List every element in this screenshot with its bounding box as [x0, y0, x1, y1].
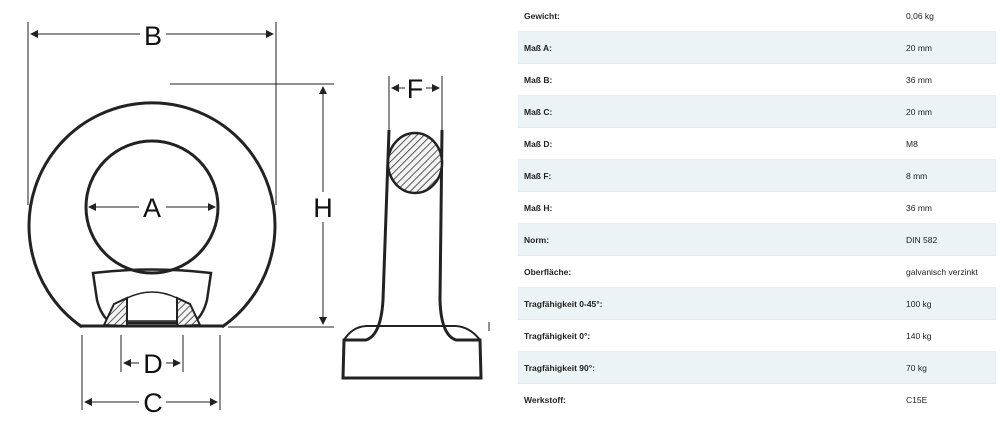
spec-row-dim-a: Maß A: 20 mm	[518, 31, 996, 64]
dim-label-c: C	[143, 388, 163, 418]
spec-label: Tragfähigkeit 0-45°:	[518, 287, 900, 320]
dim-label-h: H	[313, 193, 333, 223]
dim-h	[170, 83, 334, 328]
side-profile	[341, 129, 483, 380]
spec-label: Maß H:	[518, 191, 900, 224]
thread-bore	[126, 291, 178, 322]
spec-row-standard: Norm: DIN 582	[518, 223, 996, 256]
dim-c	[81, 335, 221, 410]
dim-label-d: D	[143, 349, 163, 379]
spec-label: Werkstoff:	[518, 383, 900, 415]
spec-label: Norm:	[518, 223, 900, 256]
spec-label: Tragfähigkeit 90°:	[518, 351, 900, 384]
side-view	[341, 129, 483, 380]
spec-value: DIN 582	[900, 223, 996, 256]
spec-row-dim-d: Maß D: M8	[518, 127, 996, 160]
thread-section-right	[176, 296, 202, 328]
dim-label-f: F	[407, 74, 424, 104]
spec-row-load-90: Tragfähigkeit 90°: 70 kg	[518, 351, 996, 384]
spec-table: Gewicht: 0,06 kg Maß A: 20 mm Maß B: 36 …	[518, 0, 996, 415]
ring-inner-hole	[84, 139, 220, 275]
spec-value: galvanisch verzinkt	[900, 255, 996, 288]
spec-label: Maß F:	[518, 159, 900, 192]
spec-row-dim-h: Maß H: 36 mm	[518, 191, 996, 224]
spec-row-material: Werkstoff: C15E	[518, 383, 996, 415]
spec-row-surface: Oberfläche: galvanisch verzinkt	[518, 255, 996, 288]
dim-label-a: A	[143, 193, 161, 223]
spec-value: 0,06 kg	[906, 10, 934, 21]
spec-value: 70 kg	[900, 351, 996, 384]
spec-row-dim-c: Maß C: 20 mm	[518, 95, 996, 128]
spec-row-load-0-45: Tragfähigkeit 0-45°: 100 kg	[518, 287, 996, 320]
spec-value: C15E	[900, 383, 996, 415]
spec-row-load-0: Tragfähigkeit 0°: 140 kg	[518, 319, 996, 352]
dim-f	[388, 76, 443, 136]
collar-outline	[91, 268, 213, 325]
dim-b	[27, 22, 277, 205]
spec-label: Maß D:	[518, 127, 900, 160]
spec-label: Tragfähigkeit 0°:	[518, 319, 900, 352]
spec-value: 36 mm	[900, 63, 996, 96]
front-view	[27, 101, 277, 329]
dim-label-b: B	[144, 21, 162, 51]
spec-label: Maß C:	[518, 95, 900, 128]
spec-value: 140 kg	[900, 319, 996, 352]
side-base-shoulder	[343, 325, 481, 341]
spec-value: 8 mm	[900, 159, 996, 192]
thread-section-left	[102, 296, 128, 328]
eye-nut-drawing-svg: B A H D C	[27, 21, 490, 418]
spec-value: 100 kg	[900, 287, 996, 320]
spec-row-dim-b: Maß B: 36 mm	[518, 63, 996, 96]
dim-d	[120, 335, 184, 372]
spec-label: Maß A:	[518, 31, 900, 64]
spec-row-weight: Gewicht: 0,06 kg	[518, 0, 996, 32]
ring-outer-outline	[27, 101, 277, 329]
spec-value: 20 mm	[900, 31, 996, 64]
spec-row-dim-f: Maß F: 8 mm	[518, 159, 996, 192]
side-ring-section	[386, 131, 444, 195]
spec-label: Maß B:	[518, 63, 900, 96]
spec-value: M8	[900, 127, 996, 160]
spec-label: Oberfläche:	[518, 255, 900, 288]
spec-label: Gewicht:	[524, 10, 560, 21]
technical-drawing: B A H D C	[27, 21, 490, 418]
spec-value: 20 mm	[900, 95, 996, 128]
spec-value: 36 mm	[900, 191, 996, 224]
